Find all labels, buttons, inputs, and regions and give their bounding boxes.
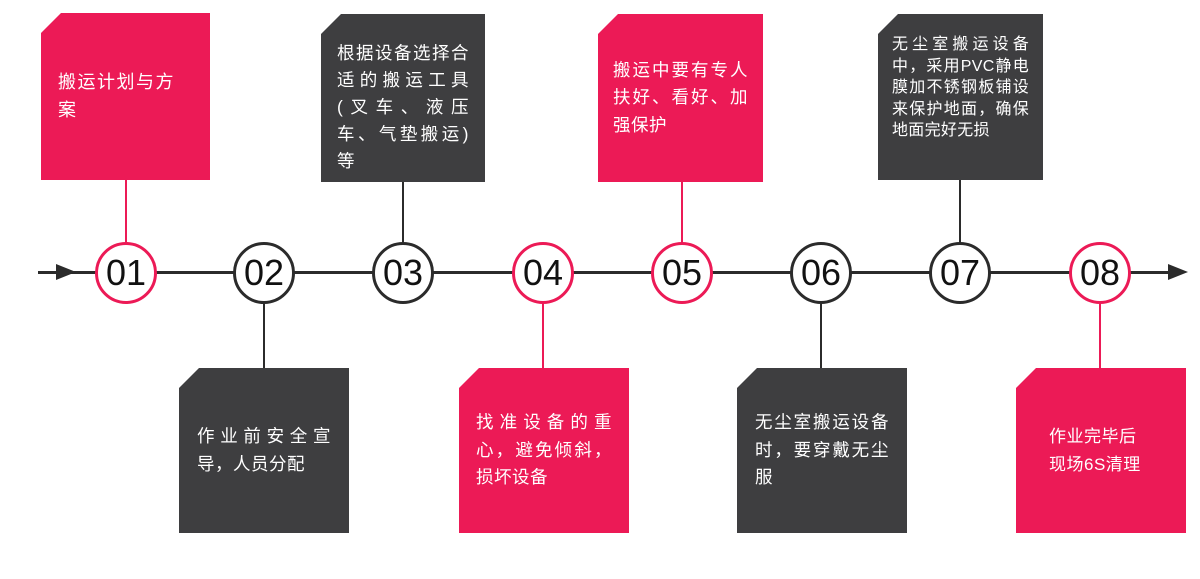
step-text: 根据设备选择合适的搬运工具(叉车、液压车、气垫搬运)等: [337, 43, 469, 171]
step-text: 找准设备的重心，避免倾斜，损坏设备: [476, 412, 612, 488]
connector-step-03: [402, 176, 404, 246]
step-box-03: 根据设备选择合适的搬运工具(叉车、液压车、气垫搬运)等: [321, 14, 485, 182]
step-text: 无尘室搬运设备中，采用PVC静电膜加不锈钢板铺设来保护地面，确保地面完好无损: [892, 36, 1029, 139]
connector-step-02: [263, 302, 265, 368]
step-circle-04: 04: [512, 242, 574, 304]
step-text: 作业完毕后现场6S清理: [1049, 426, 1141, 474]
step-number: 04: [522, 252, 564, 293]
arrowhead-left-icon: [56, 264, 76, 280]
connector-step-07: [959, 176, 961, 246]
step-circle-05: 05: [651, 242, 713, 304]
step-circle-08: 08: [1069, 242, 1131, 304]
step-box-05: 搬运中要有专人扶好、看好、加强保护: [598, 14, 763, 182]
connector-step-05: [681, 176, 683, 246]
step-circle-03: 03: [372, 242, 434, 304]
step-circle-01: 01: [95, 242, 157, 304]
step-box-08: 作业完毕后现场6S清理: [1016, 368, 1186, 533]
step-text: 作业前安全宣导，人员分配: [197, 426, 331, 474]
connector-step-04: [542, 302, 544, 368]
step-number: 02: [243, 252, 285, 293]
arrowhead-right-icon: [1168, 264, 1188, 280]
step-text: 搬运中要有专人扶好、看好、加强保护: [613, 59, 748, 135]
step-number: 01: [105, 252, 147, 293]
step-number: 07: [939, 252, 981, 293]
step-circle-06: 06: [790, 242, 852, 304]
step-box-07: 无尘室搬运设备中，采用PVC静电膜加不锈钢板铺设来保护地面，确保地面完好无损: [878, 14, 1043, 180]
step-box-02: 作业前安全宣导，人员分配: [179, 368, 349, 533]
timeline-axis-line: [38, 271, 1170, 274]
connector-step-01: [125, 176, 127, 246]
step-circle-02: 02: [233, 242, 295, 304]
step-box-01: 搬运计划与方案: [41, 13, 210, 180]
step-number: 03: [382, 252, 424, 293]
step-box-06: 无尘室搬运设备时，要穿戴无尘服: [737, 368, 907, 533]
step-circle-07: 07: [929, 242, 991, 304]
connector-step-08: [1099, 302, 1101, 368]
step-number: 06: [800, 252, 842, 293]
connector-step-06: [820, 302, 822, 368]
step-box-04: 找准设备的重心，避免倾斜，损坏设备: [459, 368, 629, 533]
step-number: 08: [1079, 252, 1121, 293]
step-text: 搬运计划与方案: [58, 72, 175, 120]
step-number: 05: [661, 252, 703, 293]
step-text: 无尘室搬运设备时，要穿戴无尘服: [755, 412, 889, 488]
